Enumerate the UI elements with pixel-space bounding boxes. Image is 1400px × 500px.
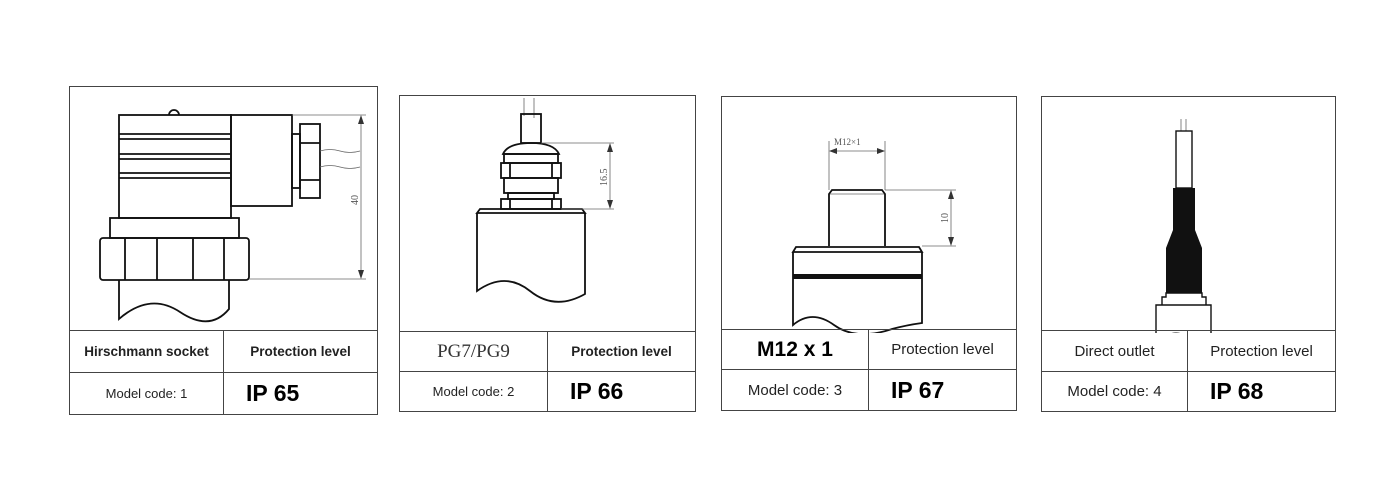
- protection-level-header: Protection level: [571, 344, 672, 359]
- panel-m12: M12×1 10 M12 x 1 Protection level Model …: [721, 96, 1017, 411]
- dimension-label: 16.5: [599, 169, 610, 187]
- connector-name: M12 x 1: [722, 330, 869, 369]
- ip-rating: IP 66: [570, 378, 624, 404]
- spec-table: Hirschmann socket Protection level Model…: [70, 330, 377, 414]
- model-code: Model code: 3: [722, 370, 869, 410]
- dimension-label: 10: [940, 213, 951, 223]
- connector-name: Hirschmann socket: [70, 331, 224, 372]
- spec-table: PG7/PG9 Protection level Model code: 2 I…: [400, 331, 695, 411]
- connector-name: PG7/PG9: [400, 332, 548, 371]
- thread-label: M12×1: [834, 137, 861, 147]
- connector-name: Direct outlet: [1042, 331, 1188, 371]
- model-code: Model code: 1: [70, 373, 224, 414]
- ip-rating: IP 65: [246, 380, 300, 406]
- direct-outlet-drawing: [1155, 119, 1212, 333]
- protection-level-header: Protection level: [250, 344, 351, 359]
- model-code: Model code: 2: [400, 372, 548, 411]
- spec-table: M12 x 1 Protection level Model code: 3 I…: [722, 329, 1016, 410]
- panel-pg7-pg9: 16.5 PG7/PG9 Protection level Model code…: [399, 95, 696, 412]
- ip-rating: IP 68: [1210, 378, 1264, 404]
- ip-rating: IP 67: [891, 376, 945, 403]
- panel-direct-outlet: Direct outlet Protection level Model cod…: [1041, 96, 1336, 412]
- dimension-label: 40: [350, 195, 361, 205]
- panel-hirschmann-socket: 40 Hirschmann socket Protection level Mo…: [69, 86, 378, 415]
- protection-level-header: Protection level: [891, 341, 994, 358]
- m12-connector-drawing: M12×1 10: [791, 137, 956, 333]
- spec-table: Direct outlet Protection level Model cod…: [1042, 330, 1335, 411]
- model-code: Model code: 4: [1042, 372, 1188, 411]
- pg-gland-drawing: 16.5: [475, 98, 614, 303]
- hirschmann-socket-drawing: 40: [99, 109, 366, 323]
- protection-level-header: Protection level: [1210, 342, 1313, 360]
